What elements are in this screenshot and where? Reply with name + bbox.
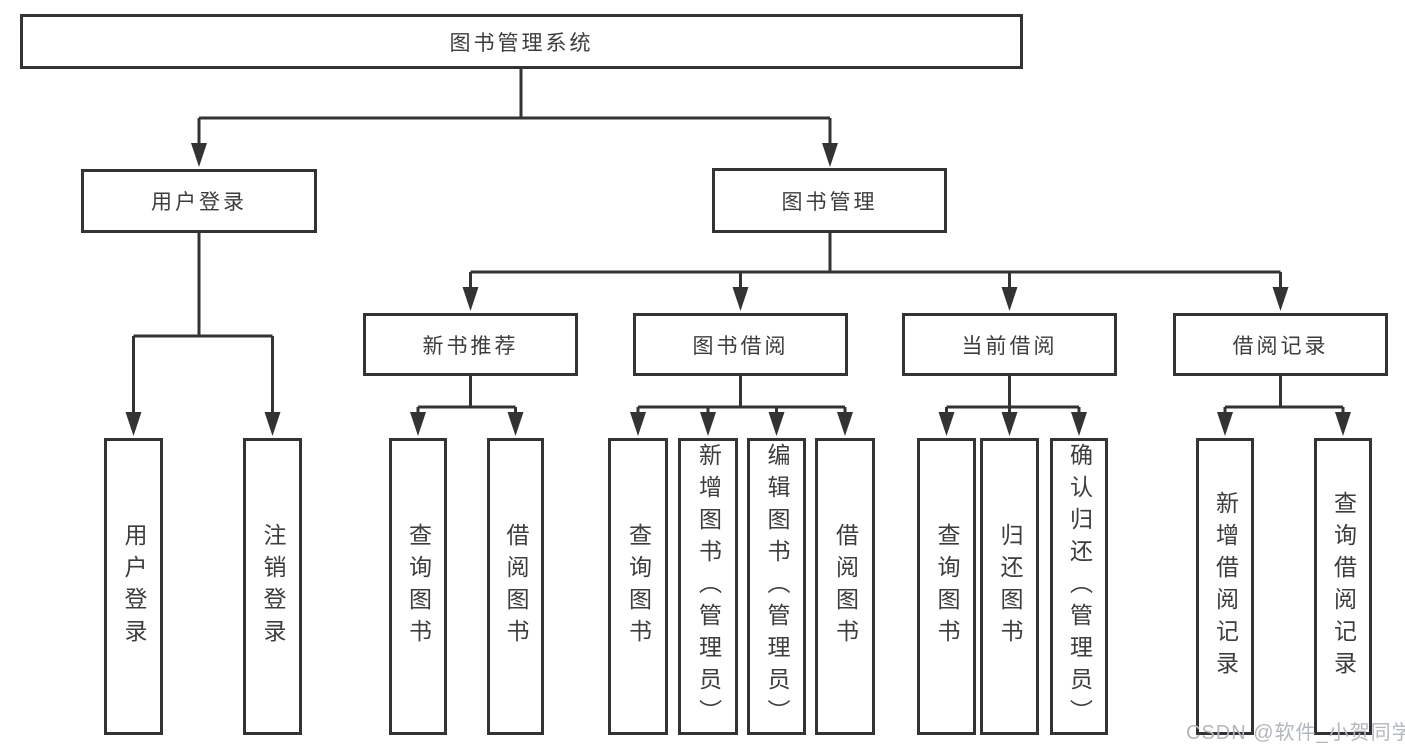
csdn-watermark: CSDN @软件_小贺同学 <box>1186 722 1405 744</box>
leaf-borrow-books-recommend: 借阅图书 <box>487 438 544 735</box>
leaf-query-borrow-record: 查询借阅记录 <box>1314 438 1372 735</box>
leaf-query-books-borrow: 查询图书 <box>608 438 668 735</box>
node-book-borrow: 图书借阅 <box>633 313 848 376</box>
leaf-add-borrow-record: 新增借阅记录 <box>1196 438 1254 735</box>
leaf-edit-book-admin: 编辑图书（管理员） <box>747 438 806 735</box>
node-user-login: 用户登录 <box>81 169 317 233</box>
leaf-query-books-recommend: 查询图书 <box>389 438 447 735</box>
leaf-add-book-admin: 新增图书（管理员） <box>678 438 738 735</box>
node-book-management: 图书管理 <box>712 168 947 233</box>
leaf-user-login: 用户登录 <box>104 438 163 735</box>
node-borrow-records: 借阅记录 <box>1173 313 1388 376</box>
leaf-logout: 注销登录 <box>243 438 302 735</box>
leaf-borrow-books: 借阅图书 <box>815 438 875 735</box>
node-current-borrow: 当前借阅 <box>902 313 1117 376</box>
leaf-confirm-return-admin: 确认归还（管理员） <box>1050 438 1108 735</box>
node-new-book-recommend: 新书推荐 <box>363 313 578 376</box>
leaf-query-books-current: 查询图书 <box>917 438 976 735</box>
leaf-return-books: 归还图书 <box>980 438 1039 735</box>
node-library-system: 图书管理系统 <box>20 14 1023 69</box>
arrowheads <box>125 143 1351 436</box>
